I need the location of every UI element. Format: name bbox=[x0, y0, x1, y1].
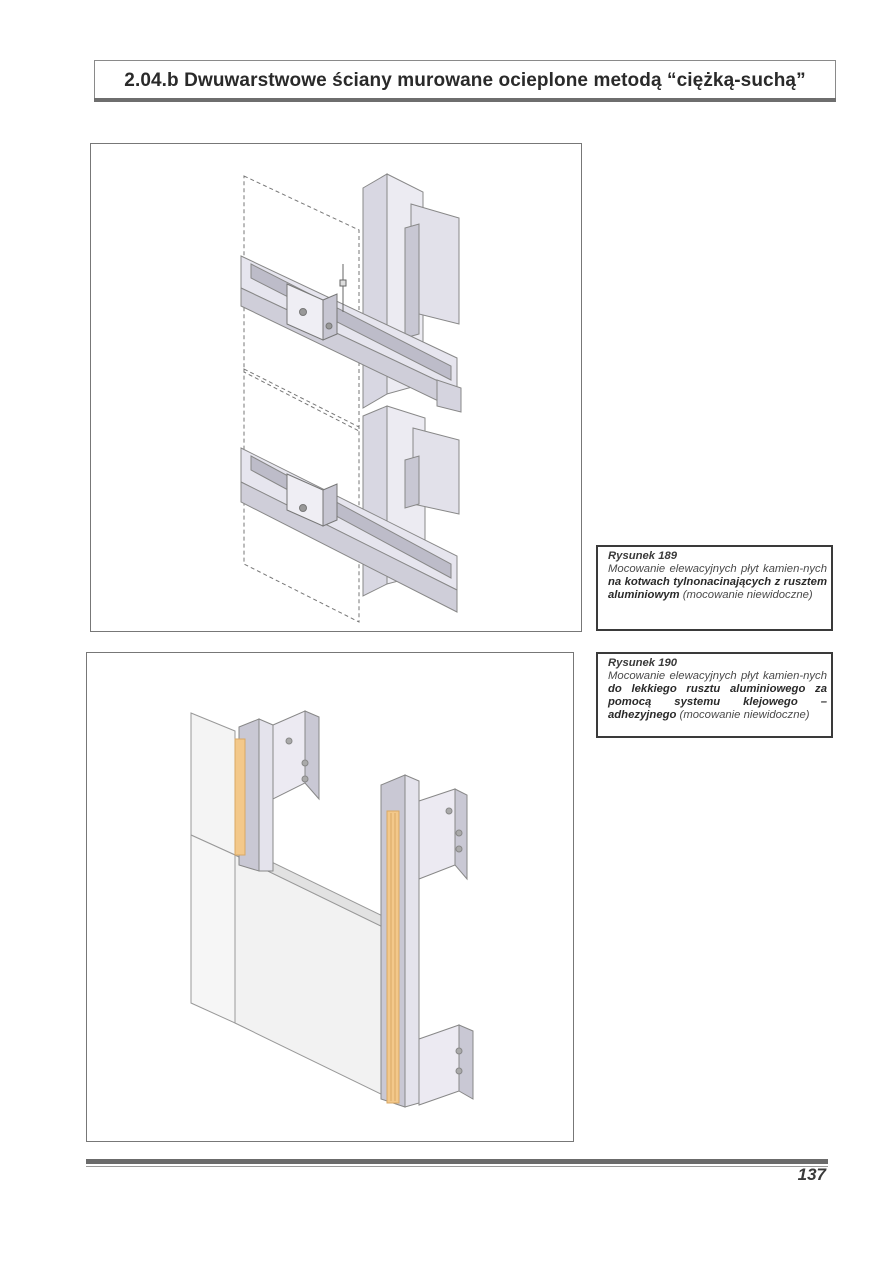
figure-189-drawing bbox=[240, 173, 462, 623]
stone-panels bbox=[190, 712, 403, 1100]
figure-190-drawing bbox=[190, 710, 474, 1108]
header-rule bbox=[94, 98, 836, 102]
caption-190-text-start: Mocowanie elewacyjnych płyt kamien-nych bbox=[608, 670, 827, 682]
caption-figure-189: Rysunek 189 Mocowanie elewacyjnych płyt … bbox=[596, 545, 833, 631]
vertical-profile-left bbox=[238, 710, 320, 872]
anchor-bolt bbox=[339, 264, 347, 312]
caption-189-bold-text: na kotwach tylnonacinających z rusztem a… bbox=[608, 576, 827, 601]
adhesive-strip-grooves bbox=[390, 813, 396, 1101]
section-header: 2.04.b Dwuwarstwowe ściany murowane ocie… bbox=[94, 60, 836, 98]
section-title: 2.04.b Dwuwarstwowe ściany murowane ocie… bbox=[124, 70, 806, 91]
caption-figure-190: Rysunek 190 Mocowanie elewacyjnych płyt … bbox=[596, 652, 833, 738]
caption-189-title: Rysunek 189 bbox=[608, 550, 678, 562]
caption-189-text-start: Mocowanie elewacyjnych płyt kamien-nych bbox=[608, 563, 827, 575]
adhesive-strip-right bbox=[386, 810, 400, 1104]
figure-189-frame bbox=[90, 143, 582, 632]
caption-189-text-end: (mocowanie niewidoczne) bbox=[679, 589, 813, 601]
footer-rule-thin bbox=[86, 1166, 828, 1167]
footer-rule bbox=[86, 1159, 828, 1164]
stone-panel-outlines bbox=[243, 175, 360, 623]
anchor-clips bbox=[286, 283, 338, 527]
caption-190-bold-text: do lekkiego rusztu aluminiowego za pomoc… bbox=[608, 683, 827, 721]
adhesive-strip-left bbox=[234, 738, 246, 856]
page-number: 137 bbox=[797, 1165, 826, 1184]
caption-190-title: Rysunek 190 bbox=[608, 657, 678, 669]
figure-190-frame bbox=[86, 652, 574, 1142]
caption-190-text-end: (mocowanie niewidoczne) bbox=[676, 709, 810, 721]
